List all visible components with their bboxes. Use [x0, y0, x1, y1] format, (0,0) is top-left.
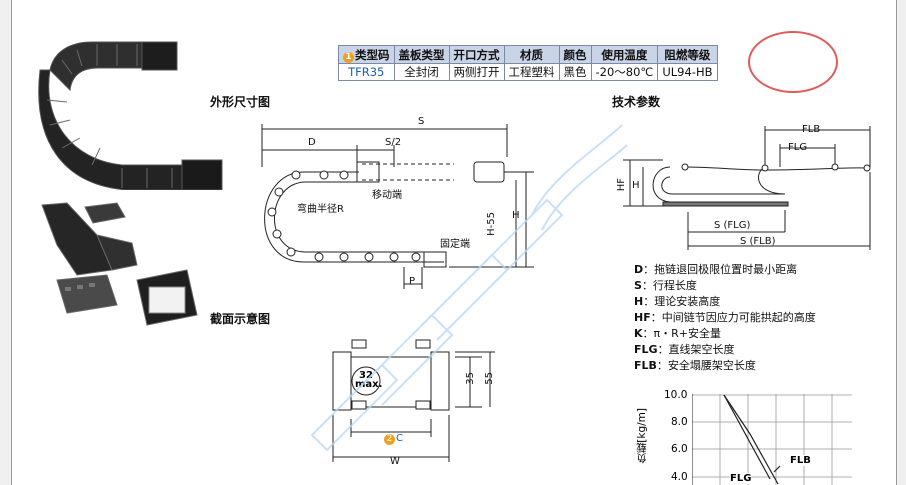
dim-s-label: S	[418, 116, 425, 127]
dim-h-label: H	[512, 210, 520, 221]
product-photo-chain	[38, 41, 223, 190]
dim-55-label: 55	[484, 372, 495, 385]
max-label: 32 max.	[355, 370, 383, 390]
legend-hf: HF：中间链节因应力可能拱起的高度	[634, 311, 816, 324]
legend-h: H：理论安装高度	[634, 295, 721, 308]
spec-cell-material: 工程塑料	[503, 63, 560, 81]
spec-cell-opening: 两侧打开	[448, 63, 505, 81]
tech-params-title: 技术参数	[612, 95, 661, 109]
section-view-title: 截面示意图	[210, 312, 271, 326]
product-photo-parts	[41, 202, 198, 326]
spec-table-row: TFR35 全封闭 两侧打开 工程塑料 黑色 -20～80℃ UL94-HB	[338, 63, 718, 81]
legend-k: K：π・R+安全量	[634, 327, 722, 340]
s-flg-label: S (FLG)	[714, 220, 751, 231]
dim-s-half-label: S/2	[385, 137, 402, 148]
legend-flg: FLG：直线架空长度	[634, 343, 735, 356]
chart-flg-label: FLG	[730, 473, 752, 484]
section-drawing	[332, 339, 495, 462]
spec-header-temperature: 使用温度	[590, 45, 659, 64]
legend-d: D：拖链退回极限位置时最小距离	[634, 263, 798, 276]
spec-cell-type-code[interactable]: TFR35	[338, 63, 395, 81]
load-tick-4: 4.0	[671, 471, 688, 483]
fixed-end-label: 固定端	[440, 239, 470, 250]
spec-header-color: 颜色	[558, 45, 592, 64]
tech-param-drawing	[623, 126, 871, 250]
dim-p-label: P	[409, 276, 416, 287]
h-label-param: H	[632, 180, 640, 191]
moving-end-label: 移动端	[372, 190, 402, 201]
outline-section-title: 外形尺寸图	[210, 95, 271, 109]
legend-s: S：行程长度	[634, 279, 697, 292]
dim-w-label: W	[390, 456, 400, 467]
badge-1: 1	[343, 51, 354, 63]
flg-label-top: FLG	[788, 142, 808, 153]
spec-cell-temperature: -20～80℃	[590, 63, 659, 81]
s-flb-label: S (FLB)	[740, 236, 776, 247]
param-legend: D：拖链退回极限位置时最小距离 S：行程长度 H：理论安装高度 HF：中间链节因…	[634, 262, 816, 374]
chart-flb-label: FLB	[790, 455, 811, 466]
spec-header-cover-type: 盖板类型	[393, 45, 450, 64]
spec-header-material: 材质	[503, 45, 560, 64]
spec-header-opening: 开口方式	[448, 45, 505, 64]
highlight-circle	[748, 31, 838, 93]
dim-d-label: D	[308, 137, 316, 148]
hf-label: HF	[616, 178, 627, 192]
load-tick-10: 10.0	[664, 389, 688, 401]
dim-h55-label: H-55	[486, 212, 497, 236]
bend-radius-label: 弯曲半径R	[297, 204, 344, 215]
load-chart-plot	[692, 394, 852, 485]
dim-35-label: 35	[465, 372, 476, 385]
legend-flb: FLB：安全塌腰架空长度	[634, 359, 756, 372]
badge-2: 2	[384, 434, 395, 445]
spec-cell-color: 黑色	[558, 63, 592, 81]
load-tick-6: 6.0	[671, 443, 688, 455]
spec-header-flame-rating: 阻燃等级	[657, 45, 718, 64]
flb-label-top: FLB	[802, 124, 821, 135]
spec-cell-flame-rating: UL94-HB	[657, 63, 718, 81]
spec-cell-cover-type: 全封闭	[393, 63, 450, 81]
load-tick-8: 8.0	[671, 416, 688, 428]
load-axis-label: 负载[kg/m]	[636, 408, 648, 464]
